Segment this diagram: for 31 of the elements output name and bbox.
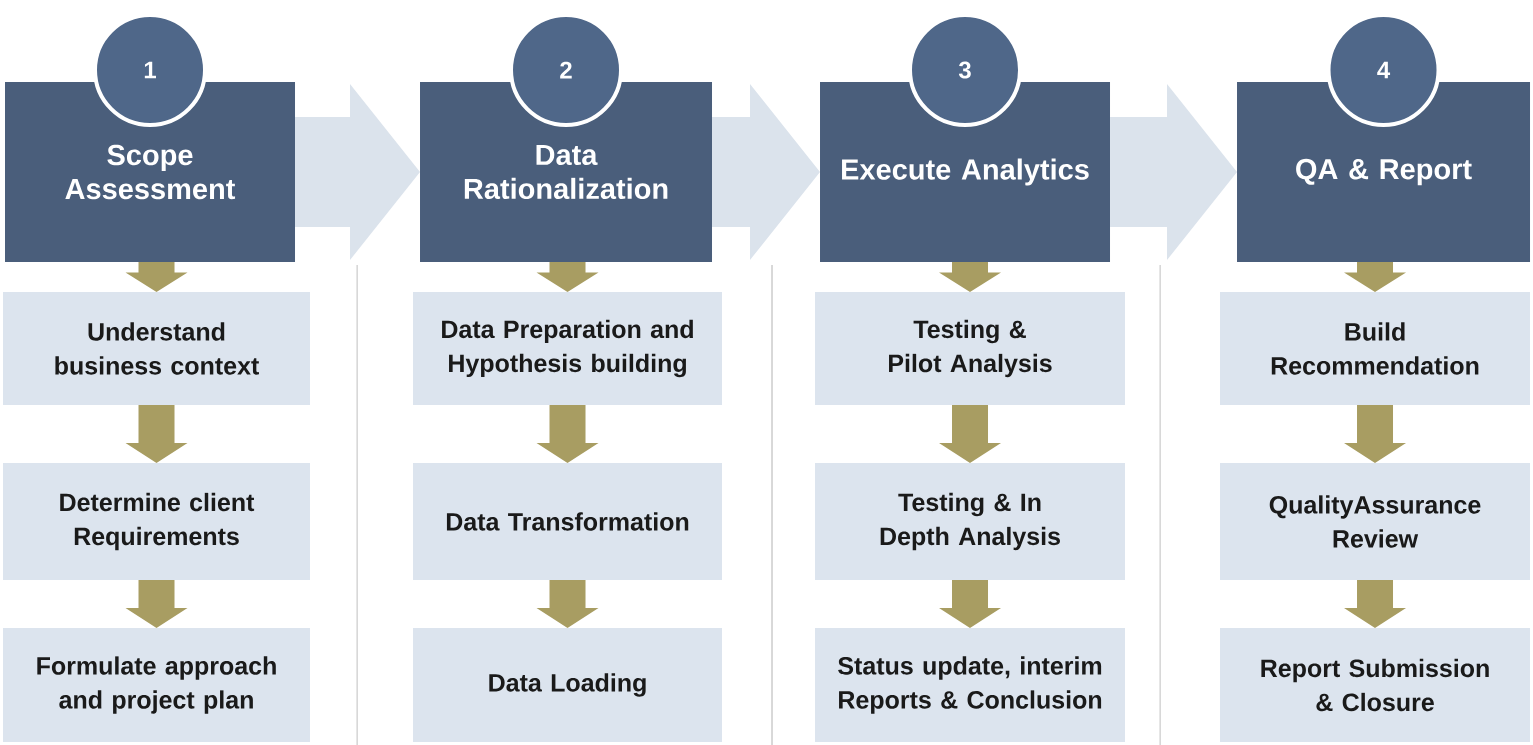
arrow: [536, 262, 599, 292]
arrow: [939, 405, 1001, 463]
arrow: [536, 405, 599, 463]
arrow: [1344, 405, 1406, 463]
step-header: QA & Report: [1237, 82, 1530, 262]
arrow: [939, 580, 1001, 628]
arrow: [939, 262, 1001, 292]
task-box: Data Loading: [413, 628, 722, 742]
task-box: Formulate approach and project plan: [3, 628, 310, 742]
block-arrow: [1110, 84, 1237, 260]
arrow: [1344, 580, 1406, 628]
step-header: Data Rationalization: [420, 82, 712, 262]
arrow: [125, 580, 188, 628]
task-box: Testing & In Depth Analysis: [815, 463, 1125, 580]
task-box: Testing & Pilot Analysis: [815, 292, 1125, 405]
step-header: Scope Assessment: [5, 82, 295, 262]
task-box: Build Recommendation: [1220, 292, 1530, 405]
arrow: [125, 262, 188, 292]
task-box: Determine client Requirements: [3, 463, 310, 580]
task-box: Data Preparation and Hypothesis building: [413, 292, 722, 405]
task-box: Data Transformation: [413, 463, 722, 580]
arrow: [125, 405, 188, 463]
task-box: Status update, interim Reports & Conclusion: [815, 628, 1125, 742]
block-arrow: [712, 84, 820, 260]
step-header: Execute Analytics: [820, 82, 1110, 262]
arrow: [536, 580, 599, 628]
task-box: Report Submission & Closure: [1220, 628, 1530, 742]
task-box: Understand business context: [3, 292, 310, 405]
task-box: QualityAssurance Review: [1220, 463, 1530, 580]
arrow: [1344, 262, 1406, 292]
block-arrow: [295, 84, 420, 260]
